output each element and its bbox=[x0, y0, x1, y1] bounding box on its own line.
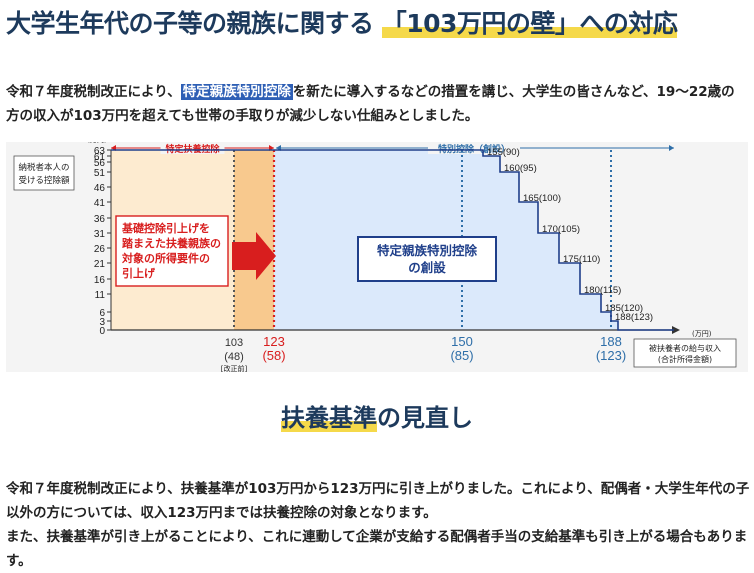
step-label: 175(110) bbox=[563, 254, 600, 265]
section-body: 令和７年度税制改正により、扶養基準が103万円から123万円に引き上がりました。… bbox=[6, 453, 750, 573]
band-label-bg-red bbox=[160, 142, 225, 154]
section-title-rest: の見直し bbox=[377, 404, 473, 432]
step-label: 185(120) bbox=[605, 303, 643, 314]
x-marker-sublabel: (58) bbox=[262, 348, 285, 363]
y-tick-label: 21 bbox=[94, 259, 106, 270]
step-label: 155(90) bbox=[487, 147, 520, 158]
x-axis-title-line1: 被扶養者の給与収入 bbox=[649, 343, 721, 353]
y-tick-label: 31 bbox=[94, 229, 106, 240]
callout-red-box bbox=[115, 215, 229, 287]
x-marker-label: 123 bbox=[263, 334, 285, 349]
intro-text-1: 令和７年度税制改正により、 bbox=[6, 84, 181, 100]
y-unit-label: (万円) bbox=[87, 142, 107, 144]
intro-paragraph: 令和７年度税制改正により、特定親族特別控除を新たに導入するなどの措置を講じ、大学… bbox=[6, 80, 748, 128]
x-marker-label: 150 bbox=[451, 334, 473, 349]
y-tick-label: 6 bbox=[99, 308, 105, 319]
section-title: 扶養基準の見直し bbox=[0, 398, 754, 433]
step-label: 188(123) bbox=[615, 312, 653, 323]
y-tick-label: 0 bbox=[99, 326, 105, 337]
step-label: 160(95) bbox=[504, 163, 537, 174]
step-label: 165(100) bbox=[523, 193, 561, 204]
callout-blue-line: の創設 bbox=[408, 260, 446, 275]
x-marker-note: [改正前] bbox=[221, 364, 248, 372]
step-label: 170(105) bbox=[542, 224, 580, 235]
y-tick-label: 16 bbox=[94, 275, 106, 286]
band-label-bg-blue bbox=[428, 142, 520, 154]
y-tick-label: 36 bbox=[94, 214, 106, 225]
x-marker-sublabel: (48) bbox=[224, 351, 244, 363]
intro-text-2: を新たに導入するなどの措置を講じ、大学生の皆さんなど、19～22歳の方の収入が1… bbox=[6, 84, 735, 124]
x-marker-sublabel: (85) bbox=[450, 348, 473, 363]
intro-term-highlight: 特定親族特別控除 bbox=[180, 84, 293, 100]
callout-red-line: 引上げ bbox=[122, 266, 156, 280]
y-tick-label: 56 bbox=[94, 158, 106, 169]
band-raised-range bbox=[234, 150, 274, 330]
y-tick-label: 63 bbox=[94, 146, 106, 157]
callout-red-line: 基礎控除引上げを bbox=[121, 221, 210, 235]
section-title-highlight: 扶養基準 bbox=[281, 404, 377, 432]
deduction-chart: 036111621263136414651566163(万円)(万円)納税者本人… bbox=[6, 142, 748, 372]
band-label-specific: 特定扶養控除 bbox=[165, 143, 220, 155]
page-title: 大学生年代の子等の親族に関する 「103万円の壁」への対応 bbox=[6, 4, 678, 40]
y-tick-label: 41 bbox=[94, 198, 106, 209]
step-label: 180(115) bbox=[584, 285, 621, 296]
x-axis-arrow bbox=[672, 326, 680, 334]
band-arrow-right-blue bbox=[669, 145, 674, 151]
arrow-right-icon bbox=[232, 232, 276, 280]
y-tick-label: 3 bbox=[99, 317, 105, 328]
y-tick-label: 51 bbox=[94, 168, 106, 179]
x-axis-title-line2: (合計所得金額) bbox=[658, 354, 712, 364]
x-marker-sublabel: (123) bbox=[596, 348, 626, 363]
y-axis-title-box bbox=[13, 155, 75, 191]
x-axis-title-box bbox=[633, 338, 737, 368]
band-label-special: 特別控除（創設） bbox=[438, 143, 510, 155]
title-highlight: 「103万円の壁」への対応 bbox=[381, 9, 678, 38]
x-marker-label: 103 bbox=[225, 337, 243, 349]
y-tick-label: 46 bbox=[94, 183, 106, 194]
deduction-step-line bbox=[111, 149, 674, 331]
y-tick-label: 61 bbox=[94, 152, 106, 163]
y-tick-label: 26 bbox=[94, 244, 106, 255]
y-axis-title-line1: 納税者本人の bbox=[18, 162, 69, 173]
y-axis-title-line2: 受ける控除額 bbox=[18, 175, 70, 186]
section-body-text: 令和７年度税制改正により、扶養基準が103万円から123万円に引き上がりました。… bbox=[6, 481, 750, 569]
x-unit-label: (万円) bbox=[692, 330, 712, 338]
x-marker-label: 188 bbox=[600, 334, 622, 349]
title-prefix: 大学生年代の子等の親族に関する bbox=[6, 9, 374, 38]
callout-red-line: 対象の所得要件の bbox=[121, 251, 210, 265]
y-tick-label: 11 bbox=[95, 290, 106, 301]
callout-red-line: 踏まえた扶養親族の bbox=[122, 236, 221, 250]
callout-blue-line: 特定親族特別控除 bbox=[377, 243, 478, 258]
callout-blue-box bbox=[357, 236, 497, 282]
